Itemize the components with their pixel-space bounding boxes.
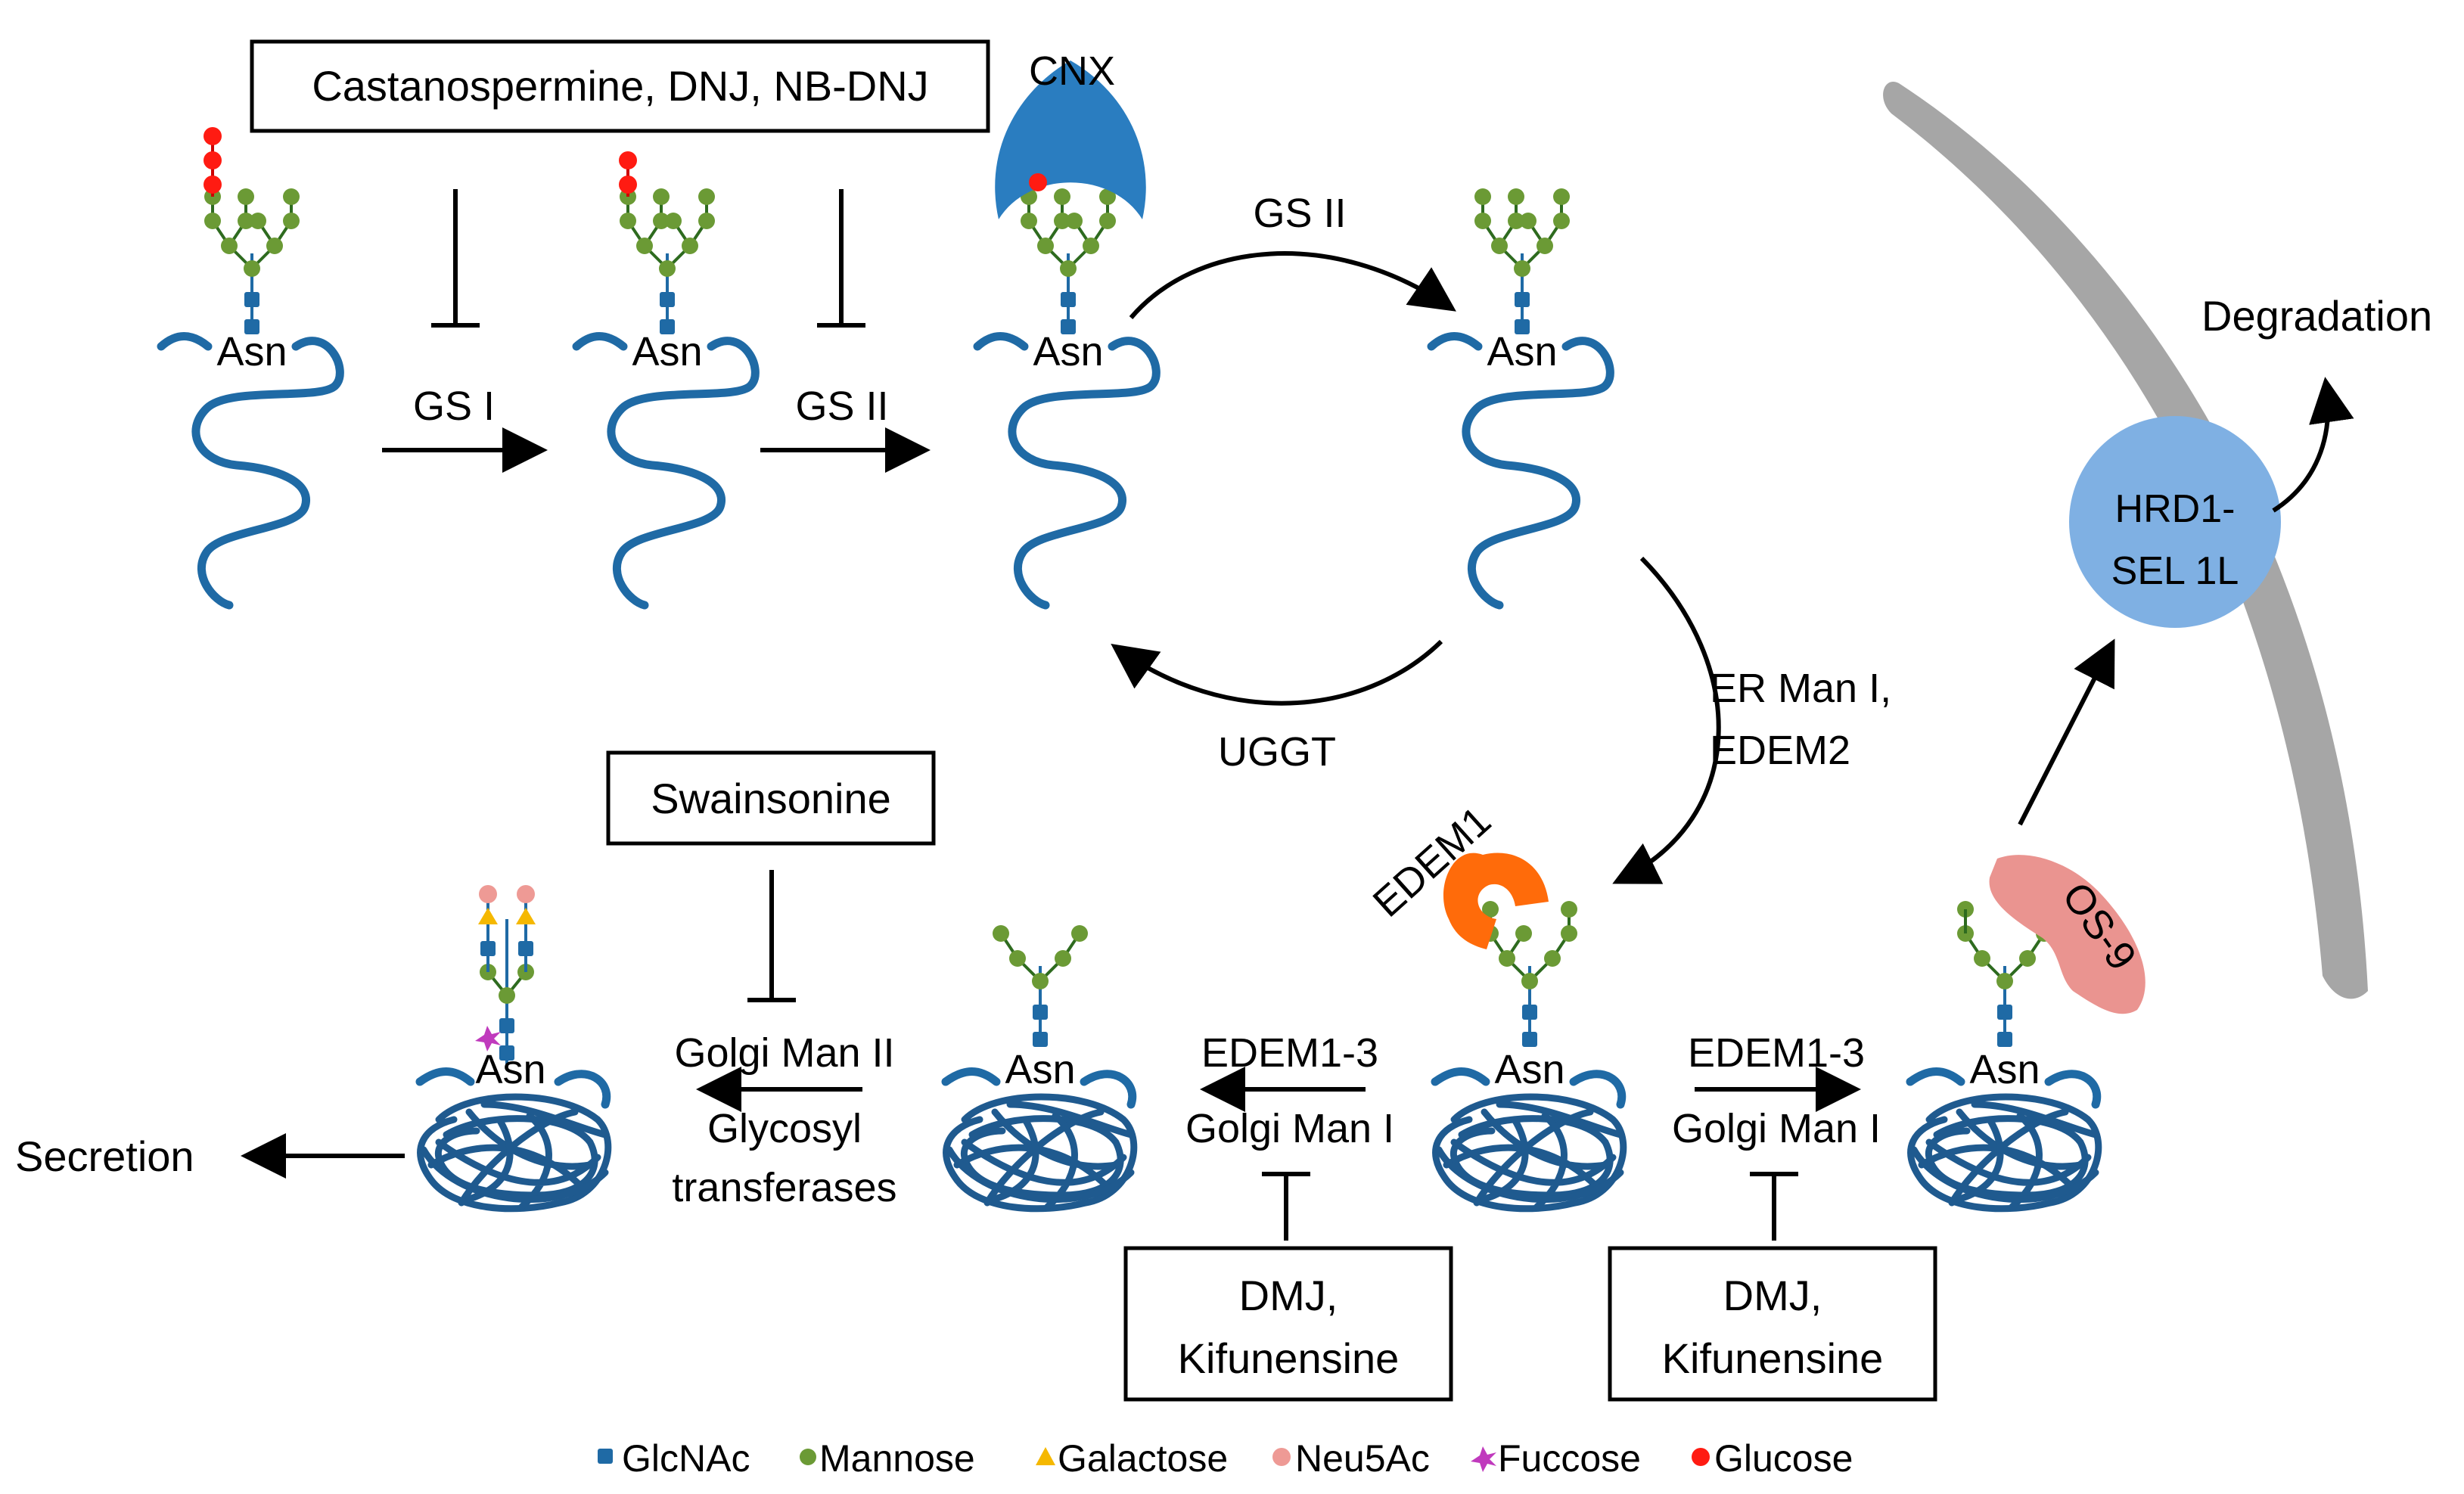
- gs2-cycle-arrow: [1129, 251, 1456, 319]
- inhibit-gs2: [817, 189, 865, 328]
- asn-label-6: Asn: [1005, 1047, 1075, 1092]
- inhibit-man1-left: [1262, 1172, 1310, 1241]
- legend: GlcNAc Mannose Galactose Neu5Ac Fuccose …: [598, 1437, 1853, 1480]
- unfolded-protein-glc3: Asn: [161, 127, 340, 605]
- gs2-label-a: GS II: [795, 384, 888, 429]
- legend-mannose-label: Mannose: [819, 1437, 975, 1480]
- swainsonine-label: Swainsonine: [651, 775, 891, 822]
- uggt-arrow: [1111, 639, 1443, 706]
- secretion-label: Secretion: [15, 1132, 194, 1180]
- asn-label-2: Asn: [632, 329, 702, 374]
- asn-label-7: Asn: [1494, 1047, 1564, 1092]
- legend-fucose-icon: [1471, 1446, 1496, 1472]
- unfolded-protein-man9: Asn: [1431, 188, 1610, 605]
- dmj-box-left: DMJ, Kifunensine: [1123, 1246, 1453, 1402]
- cnx-bound-protein: CNX Asn: [977, 48, 1156, 605]
- asn-label-5: Asn: [475, 1047, 545, 1092]
- glucosidase-inhibitor-label: Castanospermine, DNJ, NB-DNJ: [312, 62, 928, 110]
- cnx-label: CNX: [1029, 48, 1115, 94]
- er-man1-label-2: EDEM2: [1710, 728, 1850, 773]
- edem13-label-b: EDEM1-3: [1688, 1030, 1865, 1076]
- legend-neu5ac-label: Neu5Ac: [1295, 1437, 1430, 1480]
- er-man1-label-1: ER Man I,: [1710, 666, 1891, 711]
- glycosyl-label-2: transferases: [672, 1165, 896, 1210]
- golgi-man2-label: Golgi Man II: [674, 1030, 894, 1076]
- asn-label-3: Asn: [1033, 329, 1103, 374]
- legend-glucose-label: Glucose: [1714, 1437, 1853, 1480]
- legend-glcnac-icon: [598, 1449, 613, 1464]
- legend-galactose-label: Galactose: [1058, 1437, 1228, 1480]
- hrd1-label-line2: SEL 1L: [2111, 549, 2239, 593]
- degradation-label: Degradation: [2201, 292, 2432, 340]
- golgi-man1-label-b: Golgi Man I: [1672, 1106, 1881, 1151]
- dmj-right-line1: DMJ,: [1723, 1272, 1822, 1319]
- dmj-left-line2: Kifunensine: [1178, 1334, 1400, 1382]
- legend-mannose-icon: [800, 1449, 816, 1465]
- folded-protein-man5: Asn: [946, 925, 1134, 1209]
- glycosyl-label-1: Glycosyl: [707, 1106, 862, 1151]
- edem1-shape: [1443, 853, 1549, 949]
- dmj-left-line1: DMJ,: [1239, 1272, 1338, 1319]
- inhibit-golgi-man2: [747, 870, 796, 1002]
- legend-glcnac-label: GlcNAc: [622, 1437, 750, 1480]
- secreted-glycoprotein: Asn: [420, 885, 608, 1209]
- os9-bound-protein: OS-9 Asn: [1910, 855, 2146, 1209]
- legend-galactose-icon: [1036, 1447, 1055, 1465]
- asn-label-1: Asn: [216, 329, 287, 374]
- hrd1-label-line1: HRD1-: [2115, 487, 2236, 531]
- edem13-label-a: EDEM1-3: [1201, 1030, 1378, 1076]
- edem1-bound-protein: EDEM1 Asn: [1365, 798, 1624, 1209]
- legend-neu5ac-icon: [1272, 1448, 1291, 1466]
- golgi-man1-label-a: Golgi Man I: [1185, 1106, 1394, 1151]
- uggt-label: UGGT: [1218, 729, 1336, 775]
- legend-glucose-icon: [1692, 1448, 1710, 1466]
- asn-label-4: Asn: [1487, 329, 1557, 374]
- degradation-arrow: [2272, 377, 2354, 513]
- er-membrane: [1883, 82, 2368, 999]
- gs1-label: GS I: [413, 384, 495, 429]
- er-man1-arrow: [1612, 556, 1721, 884]
- inhibit-gs1: [431, 189, 480, 328]
- dmj-box-right: DMJ, Kifunensine: [1608, 1246, 1937, 1402]
- glucosidase-inhibitor-box: Castanospermine, DNJ, NB-DNJ: [250, 39, 990, 133]
- swainsonine-box: Swainsonine: [606, 750, 936, 846]
- os9-shape: [1989, 855, 2146, 1014]
- gs2-label-b: GS II: [1253, 191, 1346, 236]
- legend-fucose-label: Fuccose: [1498, 1437, 1641, 1480]
- unfolded-protein-glc2: Asn: [576, 151, 755, 605]
- asn-label-8: Asn: [1969, 1047, 2040, 1092]
- hrd1-sel1l-complex: HRD1- SEL 1L: [2069, 416, 2281, 628]
- dmj-right-line2: Kifunensine: [1662, 1334, 1884, 1382]
- os9-to-hrd1-arrow: [2018, 638, 2115, 826]
- inhibit-man1-right: [1750, 1172, 1798, 1241]
